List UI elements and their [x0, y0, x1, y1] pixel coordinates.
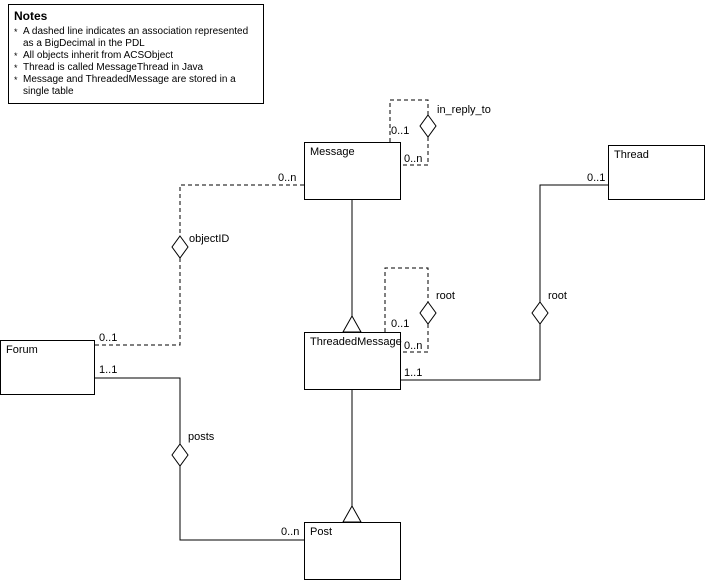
threaded-root-aggregation-diamond — [419, 301, 437, 325]
note-item: * All objects inherit from ACSObject — [14, 50, 257, 62]
message-generalization-triangle — [342, 314, 362, 333]
multiplicity-object-id-message-end: 0..n — [278, 172, 297, 184]
entity-thread: Thread — [608, 145, 705, 200]
association-name-threaded-root: root — [436, 290, 455, 302]
entity-forum: Forum — [0, 340, 95, 395]
in-reply-to-association-line — [389, 99, 429, 166]
multiplicity-thread-root-threaded-end: 1..1 — [404, 367, 423, 379]
entity-threaded-message-label: ThreadedMessage — [310, 336, 402, 348]
thread-root-association-line — [401, 184, 608, 381]
note-item: * A dashed line indicates an association… — [14, 26, 257, 50]
multiplicity-in-reply-to-side: 0..n — [404, 153, 423, 165]
multiplicity-object-id-forum-end: 0..1 — [99, 332, 118, 344]
note-text: A dashed line indicates an association r… — [23, 26, 249, 49]
association-name-in-reply-to: in_reply_to — [437, 104, 491, 116]
entity-message-label: Message — [310, 146, 355, 158]
posts-aggregation-diamond — [171, 443, 189, 467]
notes-title: Notes — [14, 9, 48, 23]
multiplicity-in-reply-to-top: 0..1 — [391, 125, 410, 137]
entity-threaded-message: ThreadedMessage — [304, 332, 402, 390]
notes-panel: Notes * A dashed line indicates an assoc… — [8, 4, 264, 104]
note-item: * Message and ThreadedMessage are stored… — [14, 74, 257, 98]
note-text: Thread is called MessageThread in Java — [23, 62, 204, 73]
post-generalization-triangle — [342, 504, 362, 523]
association-name-object-id: objectID — [189, 233, 230, 245]
threaded-root-association-line — [384, 267, 429, 353]
entity-message: Message — [304, 142, 401, 200]
note-text: Message and ThreadedMessage are stored i… — [23, 74, 236, 97]
note-bullet-icon: * — [14, 51, 18, 61]
association-name-thread-root: root — [548, 290, 567, 302]
note-bullet-icon: * — [14, 63, 18, 73]
association-name-posts: posts — [188, 431, 215, 443]
thread-root-aggregation-diamond — [531, 301, 549, 325]
entity-forum-label: Forum — [6, 344, 38, 356]
note-bullet-icon: * — [14, 27, 18, 37]
multiplicity-posts-forum-end: 1..1 — [99, 364, 118, 376]
entity-thread-label: Thread — [614, 149, 649, 161]
multiplicity-threaded-root-side: 0..n — [404, 340, 423, 352]
note-text: All objects inherit from ACSObject — [23, 50, 174, 61]
posts-association-line — [95, 377, 304, 541]
note-bullet-icon: * — [14, 75, 18, 85]
multiplicity-threaded-root-top: 0..1 — [391, 318, 410, 330]
entity-post-label: Post — [310, 526, 333, 538]
note-item: * Thread is called MessageThread in Java — [14, 62, 257, 74]
object-id-association-line — [95, 184, 304, 346]
object-id-aggregation-diamond — [171, 235, 189, 259]
multiplicity-posts-post-end: 0..n — [281, 526, 300, 538]
entity-post: Post — [304, 522, 401, 580]
multiplicity-thread-root-thread-end: 0..1 — [587, 172, 606, 184]
in-reply-to-aggregation-diamond — [419, 114, 437, 138]
